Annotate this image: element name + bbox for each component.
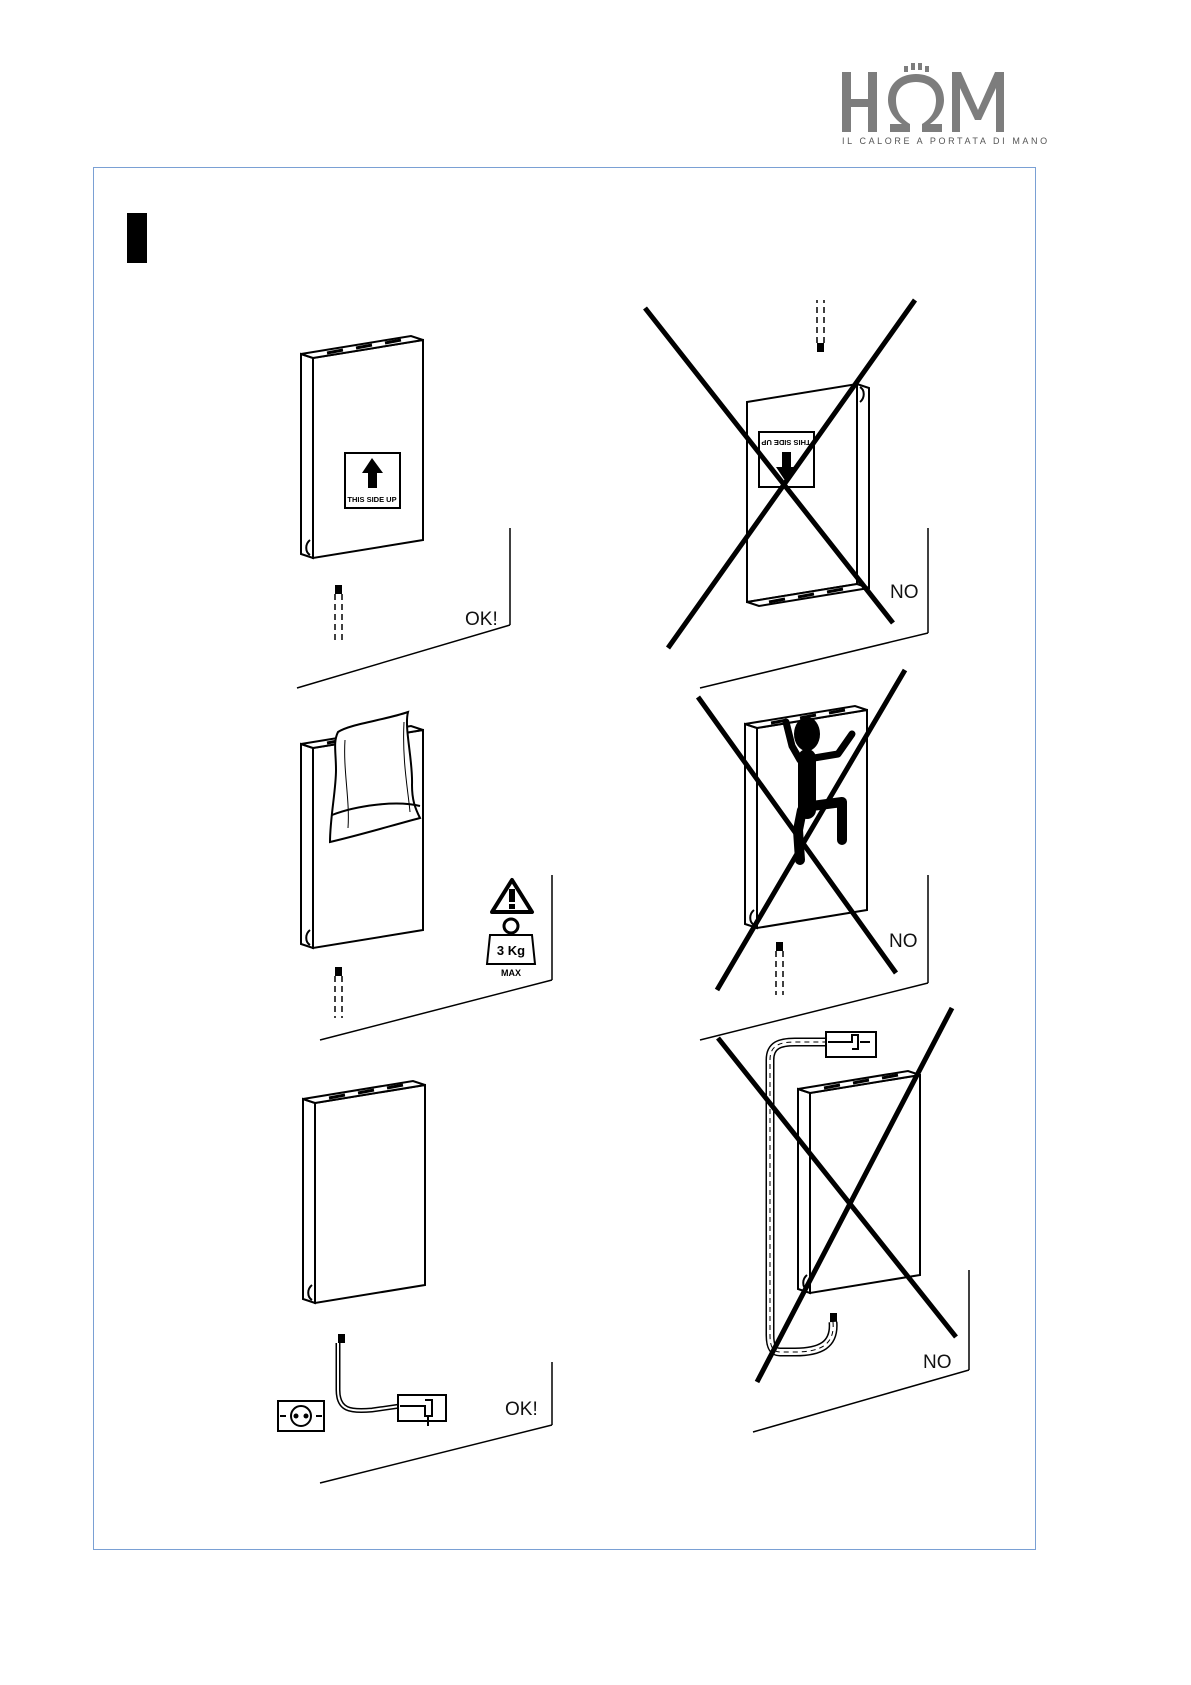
weight-caption: MAX bbox=[501, 968, 521, 978]
warning-triangle-icon bbox=[492, 880, 532, 912]
panel-plug-below-ok: OK! bbox=[278, 1081, 552, 1483]
wall-socket-icon bbox=[278, 1401, 324, 1431]
this-side-up-label: THIS SIDE UP bbox=[347, 495, 396, 504]
panel-upside-down-no: THIS SIDE UP NO bbox=[645, 300, 928, 688]
panel-cable-over-no: NO bbox=[718, 1008, 969, 1432]
this-side-up-label-inverted: THIS SIDE UP bbox=[761, 438, 810, 447]
no-label: NO bbox=[889, 931, 918, 952]
weight-value: 3 Kg bbox=[497, 943, 525, 958]
ok-label: OK! bbox=[505, 1399, 538, 1420]
panel-towel-max-weight: 3 Kg MAX bbox=[301, 712, 552, 1040]
ok-label: OK! bbox=[465, 609, 498, 630]
plug-icon bbox=[398, 1395, 446, 1426]
weight-icon: 3 Kg MAX bbox=[487, 919, 535, 978]
plug-icon bbox=[826, 1032, 876, 1057]
panel-climbing-no: NO bbox=[698, 670, 928, 1040]
no-label: NO bbox=[890, 582, 919, 603]
panel-upright-ok: THIS SIDE UP OK! bbox=[297, 336, 510, 688]
no-label: NO bbox=[923, 1352, 952, 1373]
